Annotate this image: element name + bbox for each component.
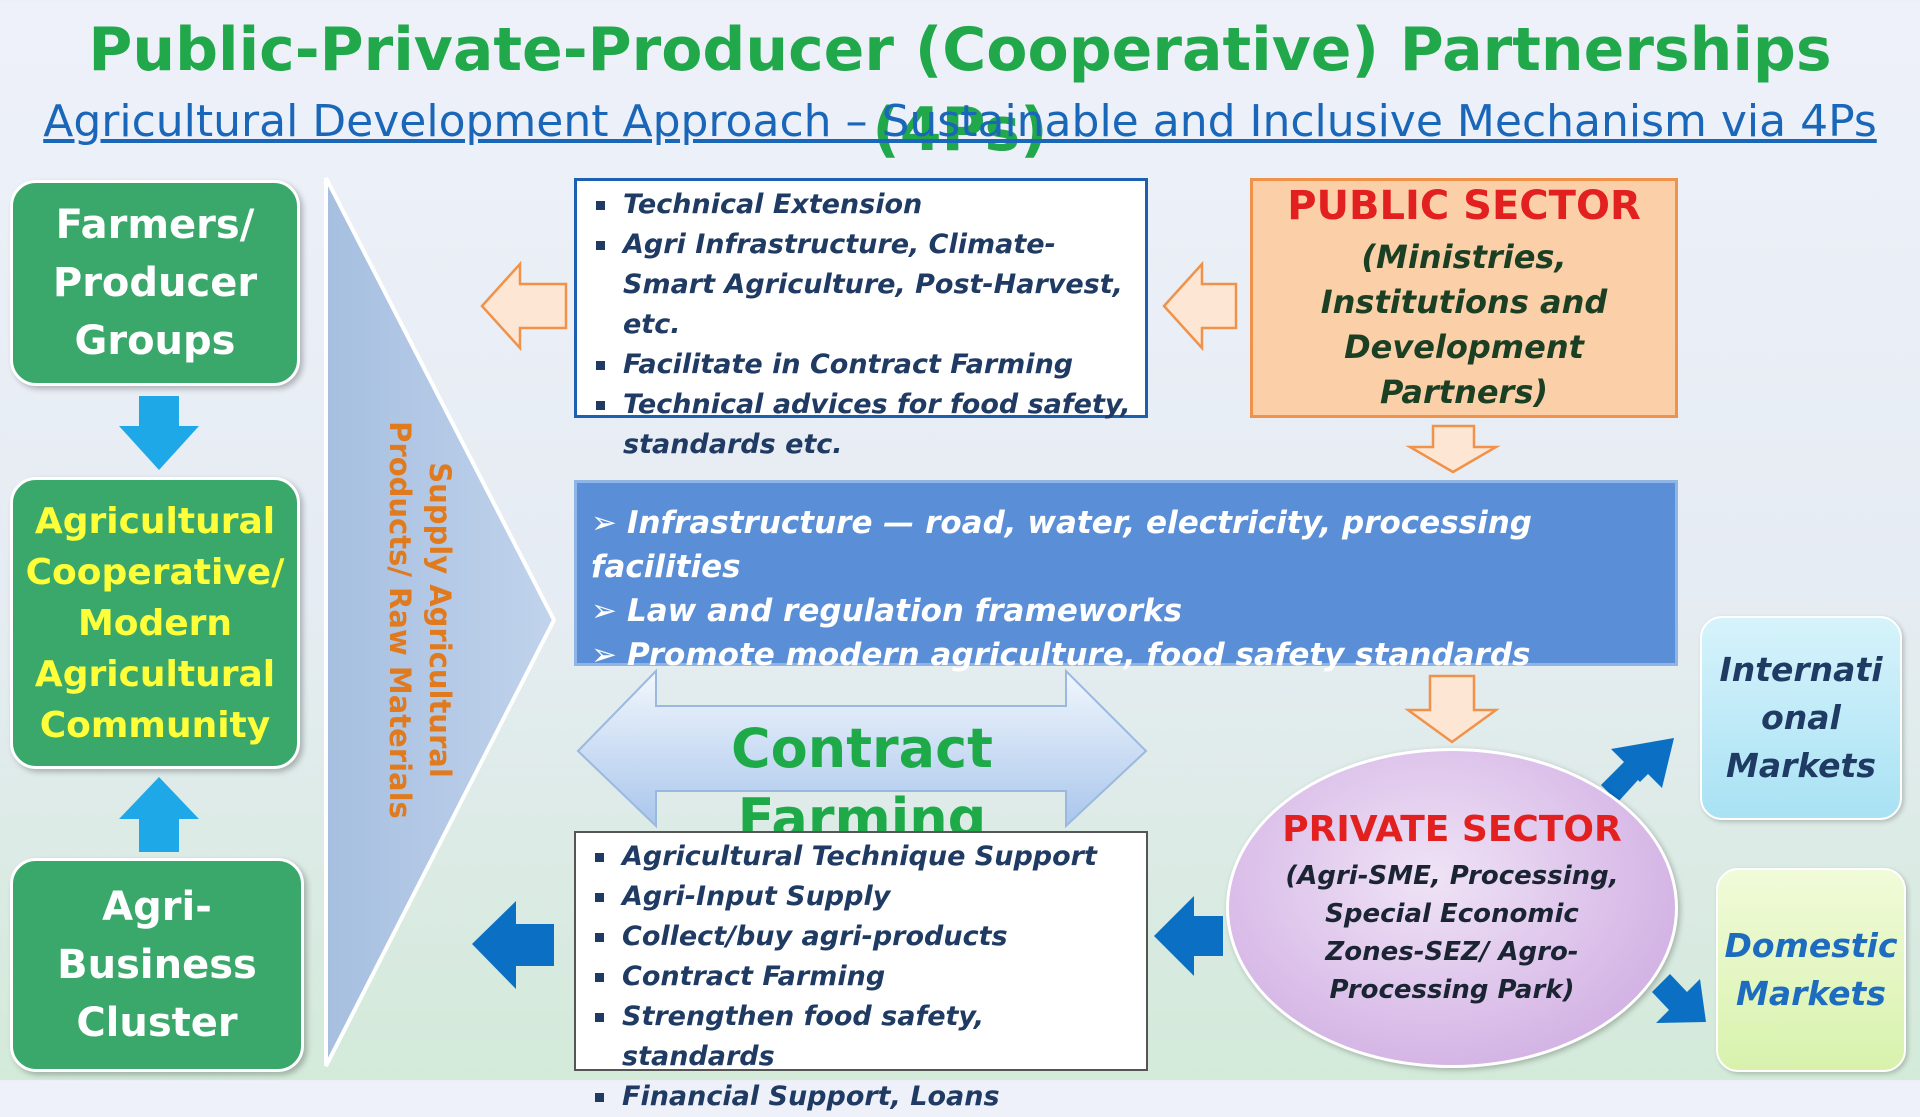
agri-business-cluster-box: Agri-Business Cluster	[10, 858, 304, 1072]
domestic-markets-box: Domestic Markets	[1716, 868, 1906, 1072]
public-sector-subtitle: (Ministries, Institutions and Developmen…	[1320, 238, 1608, 411]
policy-item: ➢Promote modern agriculture, food safety…	[591, 637, 1531, 673]
list-item: Technical advices for food safety, stand…	[587, 385, 1135, 465]
arrow-down-right-icon	[1652, 974, 1706, 1023]
domestic-markets-label: Domestic Markets	[1724, 926, 1898, 1013]
public-sector-title: PUBLIC SECTOR	[1287, 183, 1641, 229]
policy-framework-box: ➢Infrastructure — road, water, electrici…	[574, 480, 1678, 673]
list-item: Strengthen food safety, standards	[586, 997, 1136, 1077]
public-sector-box: PUBLIC SECTOR (Ministries, Institutions …	[1250, 178, 1678, 418]
private-support-list: Agricultural Technique Support Agri-Inpu…	[574, 831, 1148, 1112]
arrow-left-blue-icon	[472, 901, 554, 989]
private-sector-title: PRIVATE SECTOR	[1282, 809, 1622, 850]
arrow-down-icon	[119, 396, 199, 470]
private-sector-ellipse: PRIVATE SECTOR (Agri-SME, Processing, Sp…	[1226, 748, 1678, 1068]
arrow-down-orange-icon	[1404, 674, 1500, 744]
supply-triangle	[324, 177, 557, 1067]
diagram-arrows-layer	[119, 177, 1706, 1067]
page-title: Public-Private-Producer (Cooperative) Pa…	[88, 15, 1832, 165]
list-item: Facilitate in Contract Farming	[587, 345, 1135, 385]
supply-label: Supply Agricultural Products/ Raw Materi…	[380, 420, 460, 820]
list-item: Agri Infrastructure, Climate-Smart Agric…	[587, 225, 1135, 345]
chevron-right-icon: ➢	[591, 593, 617, 629]
list-item: Collect/buy agri-products	[586, 917, 1136, 957]
agri-business-cluster-label: Agri-Business Cluster	[57, 884, 257, 1046]
policy-item: ➢Infrastructure — road, water, electrici…	[591, 505, 1532, 585]
arrow-left-blue-icon	[1154, 896, 1223, 976]
supply-label-line1: Supply Agricultural	[423, 462, 457, 778]
arrow-left-orange-icon	[1162, 260, 1238, 352]
arrow-up-icon	[119, 777, 199, 852]
contract-farming-double-arrow	[576, 668, 1148, 829]
arrow-left-orange-icon	[480, 260, 568, 352]
policy-item: ➢Law and regulation frameworks	[591, 593, 1183, 629]
supply-label-line2: Products/ Raw Materials	[383, 421, 417, 819]
international-markets-label: Internati onal Markets	[1719, 650, 1883, 785]
farmers-producer-groups-box: Farmers/ Producer Groups	[10, 180, 300, 386]
list-item: Financial Support, Loans	[586, 1077, 1136, 1117]
arrow-down-orange-icon	[1405, 424, 1501, 474]
private-sector-subtitle: (Agri-SME, Processing, Special Economic …	[1285, 861, 1619, 1005]
page-subtitle: Agricultural Development Approach – Sust…	[43, 96, 1877, 147]
agricultural-cooperative-label: Agricultural Cooperative/ Modern Agricul…	[25, 500, 285, 746]
agricultural-cooperative-box: Agricultural Cooperative/ Modern Agricul…	[10, 477, 300, 769]
arrow-up-right-icon	[1601, 738, 1674, 802]
international-markets-box: Internati onal Markets	[1700, 616, 1902, 820]
chevron-right-icon: ➢	[591, 637, 617, 673]
list-item: Agricultural Technique Support	[586, 837, 1136, 877]
list-item: Contract Farming	[586, 957, 1136, 997]
list-item: Agri-Input Supply	[586, 877, 1136, 917]
public-support-list: Technical Extension Agri Infrastructure,…	[574, 178, 1148, 460]
farmers-producer-groups-label: Farmers/ Producer Groups	[52, 202, 258, 364]
chevron-right-icon: ➢	[591, 505, 617, 541]
list-item: Technical Extension	[587, 185, 1135, 225]
